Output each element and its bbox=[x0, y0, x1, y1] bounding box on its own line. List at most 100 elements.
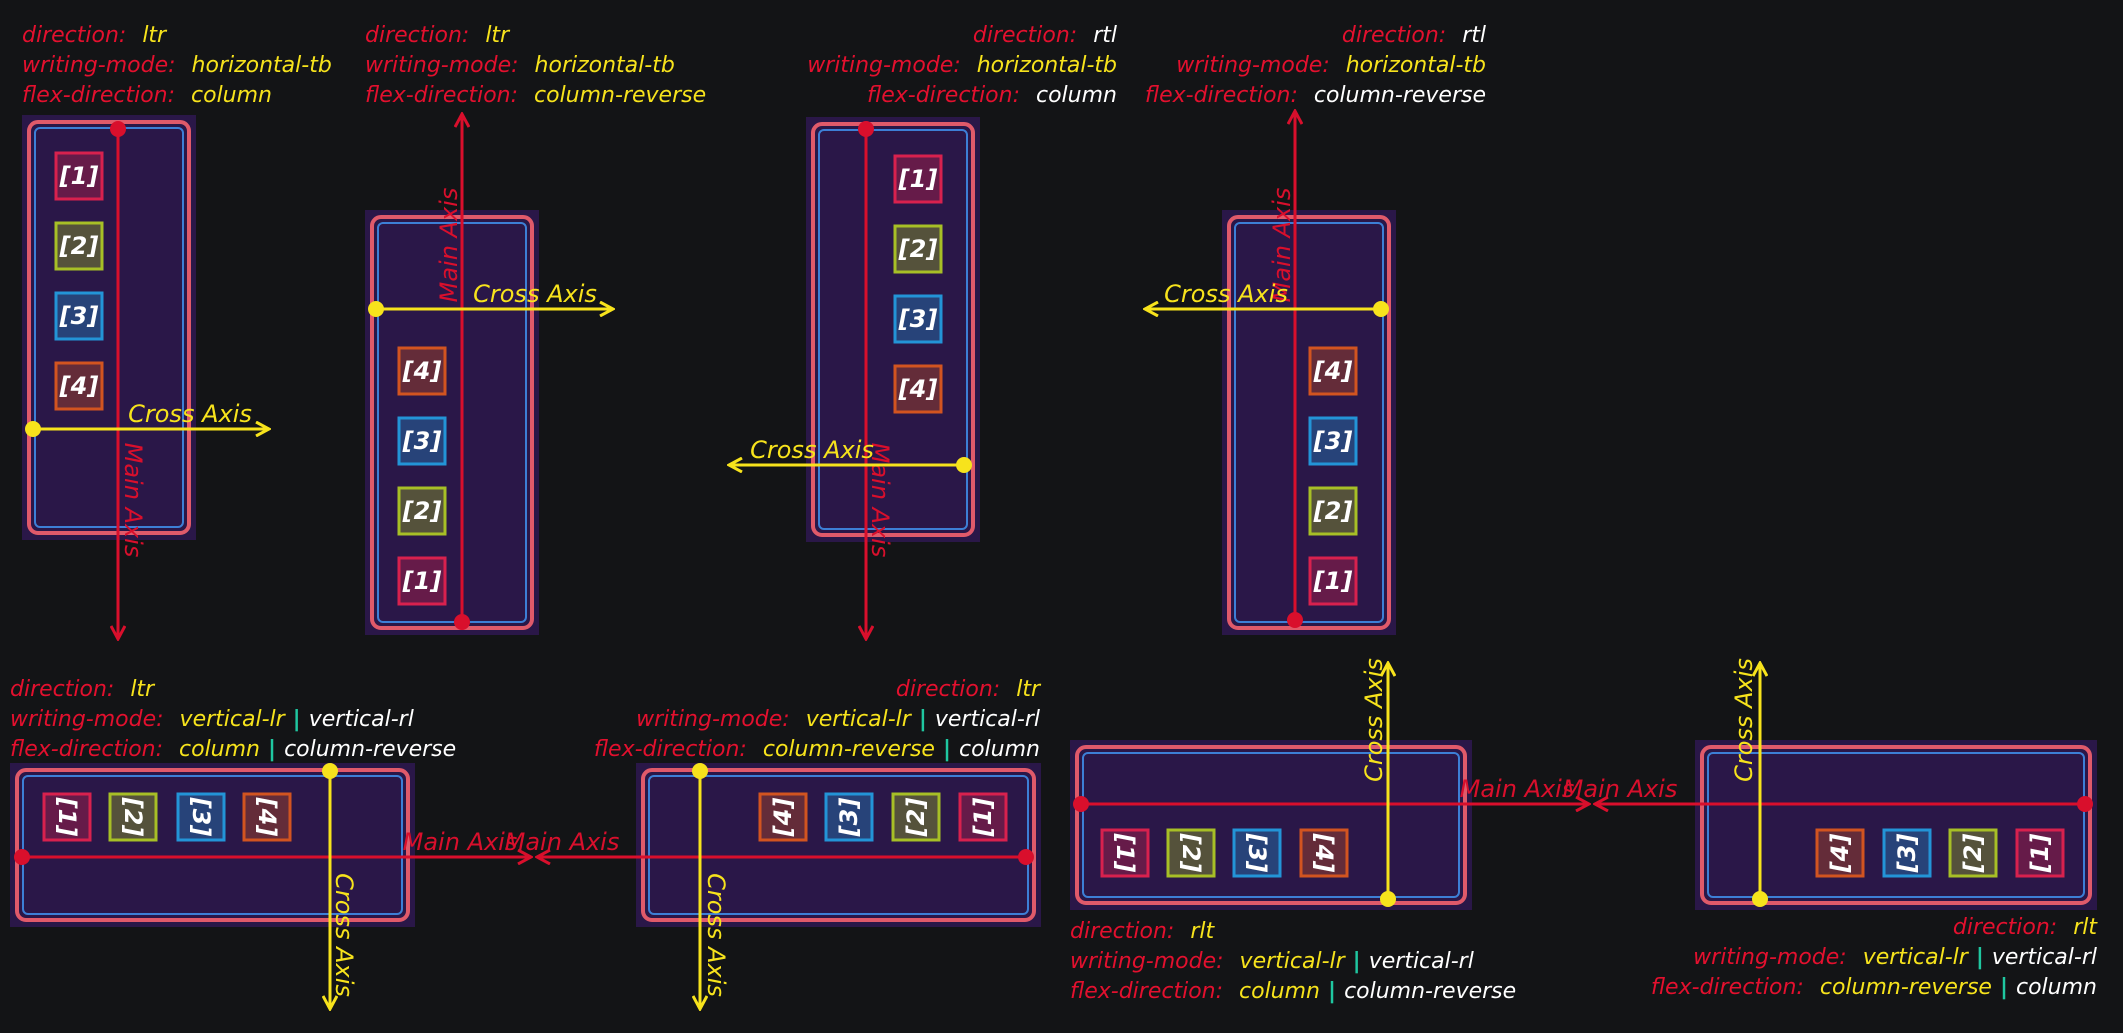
flex-item-label: [3] bbox=[898, 305, 938, 333]
css-properties: direction:rtlwriting-mode:horizontal-tbf… bbox=[807, 23, 1117, 108]
flex-item-box bbox=[108, 792, 158, 842]
container-border-outer bbox=[15, 768, 410, 922]
css-properties: direction:rltwriting-mode:vertical-lr|ve… bbox=[1070, 919, 1516, 1004]
flex-item-label: [4] bbox=[59, 372, 99, 400]
cross-axis: Cross Axis bbox=[368, 280, 612, 317]
flex-container bbox=[1695, 740, 2097, 910]
flex-item-4: [4] bbox=[54, 361, 104, 411]
flex-item-box bbox=[1308, 556, 1358, 606]
property-line: direction:rlt bbox=[1953, 915, 2098, 940]
flex-item-3: [3] bbox=[824, 792, 874, 842]
property-value: horizontal-tb bbox=[1346, 53, 1486, 78]
flex-item-2: [2] bbox=[397, 486, 447, 536]
property-value: column-reverse bbox=[1820, 975, 1992, 1000]
property-value: column bbox=[959, 737, 1040, 762]
css-properties: direction:rtlwriting-mode:horizontal-tbf… bbox=[1145, 23, 1486, 108]
property-name: writing-mode: bbox=[636, 707, 790, 732]
property-name: flex-direction: bbox=[10, 737, 163, 762]
property-value: vertical-lr bbox=[806, 707, 913, 732]
property-value: vertical-rl bbox=[309, 707, 414, 732]
cross-axis-origin-dot bbox=[1752, 891, 1768, 907]
main-axis-origin-dot bbox=[1018, 849, 1034, 865]
flex-item-label: [2] bbox=[898, 235, 938, 263]
cross-axis-label: Cross Axis bbox=[1730, 658, 1758, 782]
flex-container bbox=[22, 115, 196, 540]
value-separator: | bbox=[1976, 945, 1984, 970]
flex-item-box bbox=[1166, 828, 1216, 878]
property-value: column bbox=[191, 83, 272, 108]
flex-item-box bbox=[958, 792, 1008, 842]
flex-item-label: [3] bbox=[402, 427, 442, 455]
flex-item-label: [4] bbox=[402, 357, 442, 385]
property-name: flex-direction: bbox=[594, 737, 747, 762]
flex-item-4: [4] bbox=[242, 792, 292, 842]
main-axis-label: Main Axis bbox=[435, 188, 463, 303]
flex-item-1: [1] bbox=[893, 154, 943, 204]
property-value: horizontal-tb bbox=[535, 53, 675, 78]
property-line: direction:ltr bbox=[10, 677, 156, 702]
property-line: flex-direction:column bbox=[867, 83, 1117, 108]
cross-axis-label: Cross Axis bbox=[702, 873, 730, 997]
property-value: column-reverse bbox=[1314, 83, 1486, 108]
flex-item-label: [1] bbox=[969, 798, 997, 838]
flex-item-label: [1] bbox=[2026, 834, 2054, 874]
flex-item-label: [3] bbox=[59, 302, 99, 330]
property-line: direction:ltr bbox=[22, 23, 168, 48]
property-value: column bbox=[179, 737, 260, 762]
flex-item-label: [4] bbox=[769, 798, 797, 838]
flex-item-3: [3] bbox=[1308, 416, 1358, 466]
main-axis: Main Axis bbox=[1563, 775, 2093, 812]
property-name: direction: bbox=[973, 23, 1077, 48]
container-border-outer bbox=[1227, 215, 1391, 630]
container-border-inner bbox=[648, 775, 1029, 915]
property-value: vertical-lr bbox=[1863, 945, 1970, 970]
cross-axis: Cross Axis bbox=[692, 763, 730, 1008]
value-separator: | bbox=[268, 737, 276, 762]
cross-axis-origin-dot bbox=[692, 763, 708, 779]
flex-item-3: [3] bbox=[397, 416, 447, 466]
property-value: column-reverse bbox=[1344, 979, 1516, 1004]
flex-item-box bbox=[824, 792, 874, 842]
property-name: direction: bbox=[1342, 23, 1446, 48]
main-axis: Main Axis bbox=[505, 828, 1034, 865]
property-line: writing-mode:vertical-lr|vertical-rl bbox=[1693, 945, 2097, 970]
property-name: flex-direction: bbox=[365, 83, 518, 108]
flex-item-label: [1] bbox=[898, 165, 938, 193]
flex-item-label: [2] bbox=[402, 497, 442, 525]
property-value: ltr bbox=[142, 23, 168, 48]
main-axis: Main Axis bbox=[1268, 112, 1303, 628]
flex-item-1: [1] bbox=[397, 556, 447, 606]
flex-item-3: [3] bbox=[893, 294, 943, 344]
flex-item-label: [2] bbox=[59, 232, 99, 260]
flex-item-2: [2] bbox=[893, 224, 943, 274]
flex-item-4: [4] bbox=[1308, 346, 1358, 396]
flex-item-4: [4] bbox=[1299, 828, 1349, 878]
flex-item-2: [2] bbox=[1166, 828, 1216, 878]
main-axis: Main Axis bbox=[435, 115, 470, 630]
main-axis-origin-dot bbox=[1073, 796, 1089, 812]
cross-axis-origin-dot bbox=[1373, 301, 1389, 317]
flex-item-2: [2] bbox=[1308, 486, 1358, 536]
cross-axis: Cross Axis bbox=[322, 763, 358, 1008]
css-properties: direction:rltwriting-mode:vertical-lr|ve… bbox=[1651, 915, 2099, 1000]
cross-axis: Cross Axis bbox=[730, 436, 972, 473]
flex-item-box bbox=[54, 291, 104, 341]
property-name: flex-direction: bbox=[1070, 979, 1223, 1004]
property-value: vertical-rl bbox=[935, 707, 1040, 732]
flex-item-label: [2] bbox=[1313, 497, 1353, 525]
flex-item-box bbox=[397, 346, 447, 396]
property-value: column-reverse bbox=[763, 737, 935, 762]
property-line: direction:rtl bbox=[1342, 23, 1486, 48]
main-axis: Main Axis bbox=[858, 121, 894, 638]
css-properties: direction:ltrwriting-mode:horizontal-tbf… bbox=[365, 23, 706, 108]
cross-axis: Cross Axis bbox=[25, 400, 268, 437]
flex-item-box bbox=[893, 364, 943, 414]
property-value: vertical-rl bbox=[1992, 945, 2097, 970]
flex-item-box bbox=[1308, 346, 1358, 396]
container-border-inner bbox=[1234, 222, 1384, 623]
flex-item-box bbox=[176, 792, 226, 842]
